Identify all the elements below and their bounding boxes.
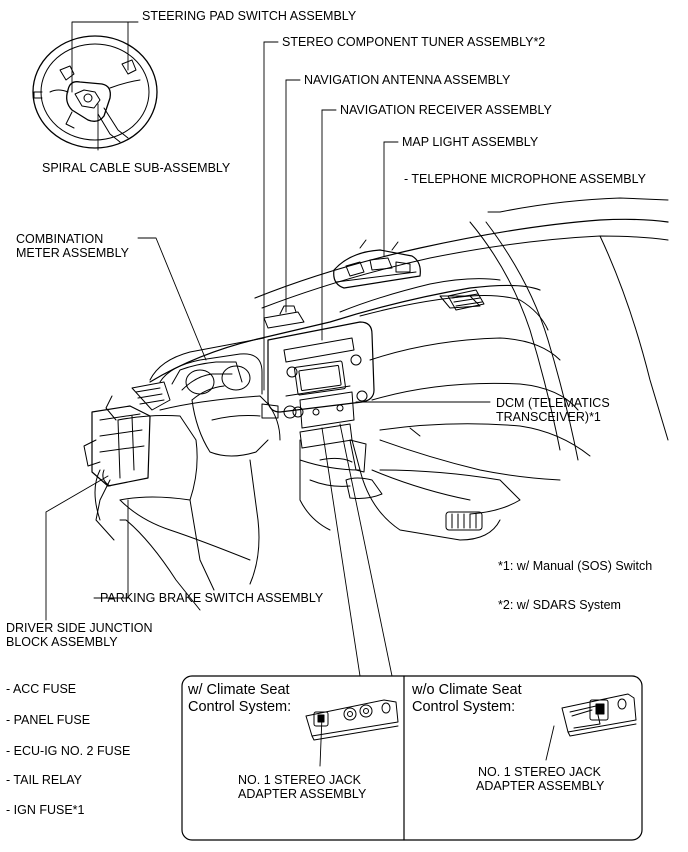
inset-right-title-2: Control System: [412, 699, 516, 715]
inset-box [181, 675, 643, 841]
fuse-list-item: - TAIL RELAY [6, 773, 82, 787]
label-combination-meter-2: METER ASSEMBLY [16, 246, 129, 260]
label-stereo-component-tuner: STEREO COMPONENT TUNER ASSEMBLY*2 [282, 35, 546, 49]
label-driver-side-jb-2: BLOCK ASSEMBLY [6, 635, 118, 649]
label-navigation-antenna: NAVIGATION ANTENNA ASSEMBLY [304, 73, 511, 87]
label-dcm-2: TRANSCEIVER)*1 [496, 410, 601, 424]
fuse-list-item: - ECU-IG NO. 2 FUSE [6, 744, 131, 758]
label-dcm-1: DCM (TELEMATICS [496, 396, 610, 410]
label-combination-meter-1: COMBINATION [16, 232, 104, 246]
fuse-list-item: - PANEL FUSE [6, 713, 91, 727]
inset-right-part-2: ADAPTER ASSEMBLY [476, 779, 605, 793]
label-spiral-cable: SPIRAL CABLE SUB-ASSEMBLY [42, 161, 231, 175]
footnote-2: *2: w/ SDARS System [498, 598, 621, 612]
label-telephone-microphone: - TELEPHONE MICROPHONE ASSEMBLY [404, 172, 646, 186]
leader-lines [45, 21, 555, 767]
dashboard-illustration [83, 197, 669, 611]
inset-left-title-1: w/ Climate Seat [188, 682, 290, 698]
label-driver-side-jb-1: DRIVER SIDE JUNCTION [6, 621, 153, 635]
inset-right-part-1: NO. 1 STEREO JACK [478, 765, 601, 779]
label-navigation-receiver: NAVIGATION RECEIVER ASSEMBLY [340, 103, 552, 117]
inset-left-part-2: ADAPTER ASSEMBLY [238, 787, 367, 801]
fuse-list-item: - IGN FUSE*1 [6, 803, 85, 817]
footnote-1: *1: w/ Manual (SOS) Switch [498, 559, 653, 573]
inset-right-title-1: w/o Climate Seat [412, 682, 522, 698]
label-steering-pad-switch: STEERING PAD SWITCH ASSEMBLY [142, 9, 357, 23]
fuse-list-item: - ACC FUSE [6, 682, 77, 696]
inset-left-title-2: Control System: [188, 699, 292, 715]
label-parking-brake-switch: PARKING BRAKE SWITCH ASSEMBLY [100, 591, 324, 605]
inset-left-part-1: NO. 1 STEREO JACK [238, 773, 361, 787]
steering-wheel-illustration [32, 35, 158, 149]
label-map-light: MAP LIGHT ASSEMBLY [402, 135, 539, 149]
